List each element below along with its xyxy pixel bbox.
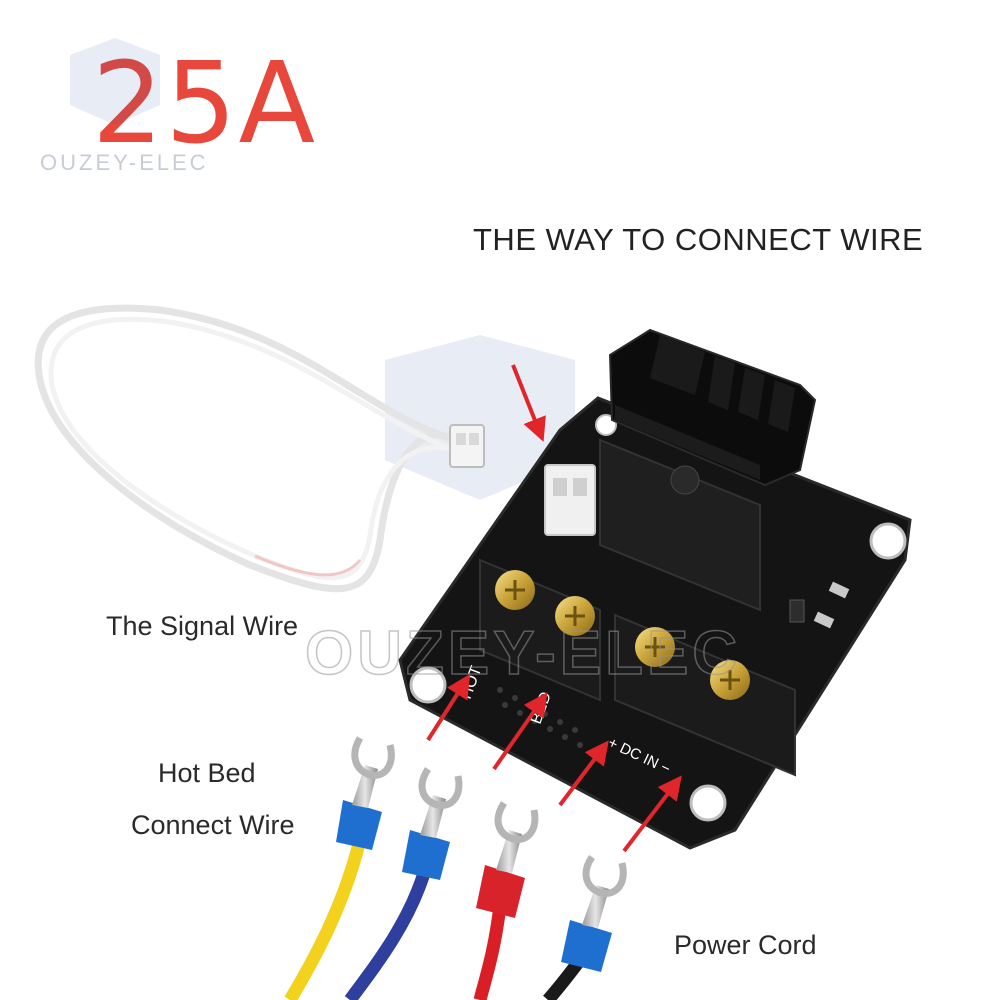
wiring-heading: THE WAY TO CONNECT WIRE xyxy=(473,222,924,257)
mount-hole xyxy=(869,522,907,560)
mosfet-chip xyxy=(599,438,761,612)
hot-bed-label-line2: Connect Wire xyxy=(131,810,295,840)
power-cord-label: Power Cord xyxy=(674,930,817,960)
hot-bed-wire-yellow xyxy=(284,736,395,1000)
watermark-center: OUZEY-ELEC xyxy=(304,618,742,689)
mount-hole xyxy=(689,784,727,822)
arrow-signal xyxy=(511,364,546,442)
jst-connector xyxy=(449,424,485,468)
mount-hole xyxy=(409,666,447,704)
power-wire-red xyxy=(473,801,539,1000)
heatsink xyxy=(608,328,817,487)
mosfet-board: HOT BED + DC IN − xyxy=(398,328,912,850)
watermark-logo-icon xyxy=(70,38,575,500)
current-rating-title: 25A xyxy=(92,39,318,169)
signal-wire xyxy=(34,304,485,593)
hot-bed-wire-blue xyxy=(344,767,463,1000)
hot-bed-label-line1: Hot Bed xyxy=(158,758,256,788)
connection-arrows xyxy=(426,364,682,853)
arrow-dc-plus xyxy=(558,740,609,807)
watermark-logo-top: OUZEY-ELEC xyxy=(40,150,209,175)
arrow-hot xyxy=(426,673,471,742)
arrow-dc-minus xyxy=(622,775,682,853)
power-wire-black xyxy=(543,855,627,1000)
arrow-bed xyxy=(492,692,548,771)
power-terminal-block xyxy=(614,613,796,777)
hot-bed-terminal-block xyxy=(479,558,601,702)
signal-input-header xyxy=(544,464,596,536)
signal-wire-label: The Signal Wire xyxy=(106,611,299,641)
